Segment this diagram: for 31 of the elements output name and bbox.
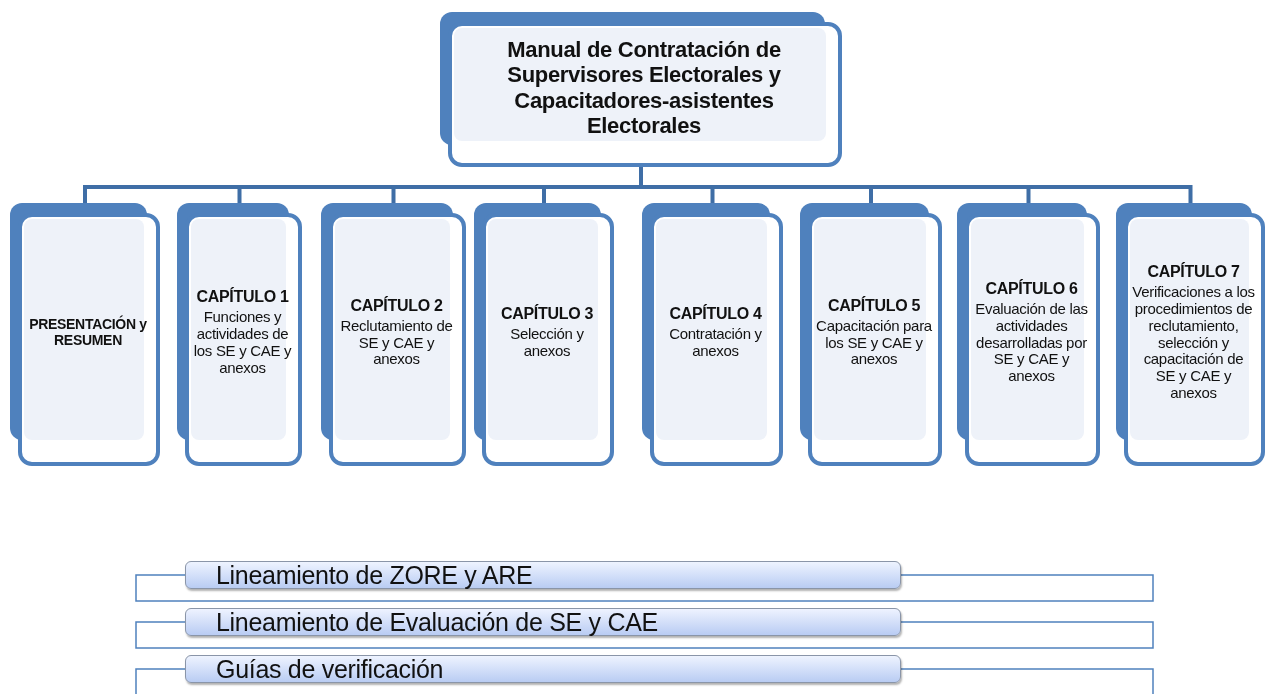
chapter-heading: CAPÍTULO 1 [195, 288, 290, 307]
chapter-box [642, 203, 783, 466]
bar-label: Lineamiento de Evaluación de SE y CAE [216, 607, 658, 637]
heading-bar [185, 608, 901, 636]
chapter-box [800, 203, 942, 466]
chapter-description: Funciones y actividades de los SE y CAE y anexos [192, 309, 293, 377]
chapter-description: Evaluación de las actividades desarrolladas por SE y CAE y anexos [974, 300, 1089, 385]
chapter-box [10, 203, 160, 466]
chapter-heading: CAPÍTULO 6 [984, 280, 1079, 298]
chapter-heading: CAPÍTULO 4 [668, 305, 763, 324]
chapter-description: Verificaciones a los procedimientos de reclutamiento, selección y capacitación de SE y CAE y anexos [1131, 284, 1256, 402]
chapter-heading: CAPÍTULO 7 [1146, 263, 1241, 282]
chapter-box [177, 203, 302, 466]
heading-bar [185, 561, 901, 589]
chapter-heading: PRESENTACIÓN y RESUMEN [28, 316, 148, 349]
chapter-box [321, 203, 466, 466]
chapter-heading: CAPÍTULO 3 [499, 305, 595, 324]
title-text: Manual de Contratación de Supervisores Electorales y Capacitadores-asistentes Electorales [506, 36, 782, 139]
chapter-description: Reclutamiento de SE y CAE y anexos [339, 317, 454, 369]
chapter-box [957, 203, 1100, 466]
bar-label: Lineamiento de ZORE y ARE [216, 560, 533, 590]
heading-bar [185, 655, 901, 683]
chapter-description: Contratación y anexos [668, 326, 763, 360]
chapter-box [474, 203, 614, 466]
chapter-description: Capacitación para los SE y CAE y anexos [815, 317, 933, 369]
chapter-box [1116, 203, 1265, 466]
chapter-description: Selección y anexos [509, 326, 585, 360]
chapter-heading: CAPÍTULO 2 [349, 296, 444, 315]
bar-label: Guías de verificación [216, 654, 444, 684]
title-box [440, 12, 842, 167]
chapter-heading: CAPÍTULO 5 [826, 296, 922, 315]
